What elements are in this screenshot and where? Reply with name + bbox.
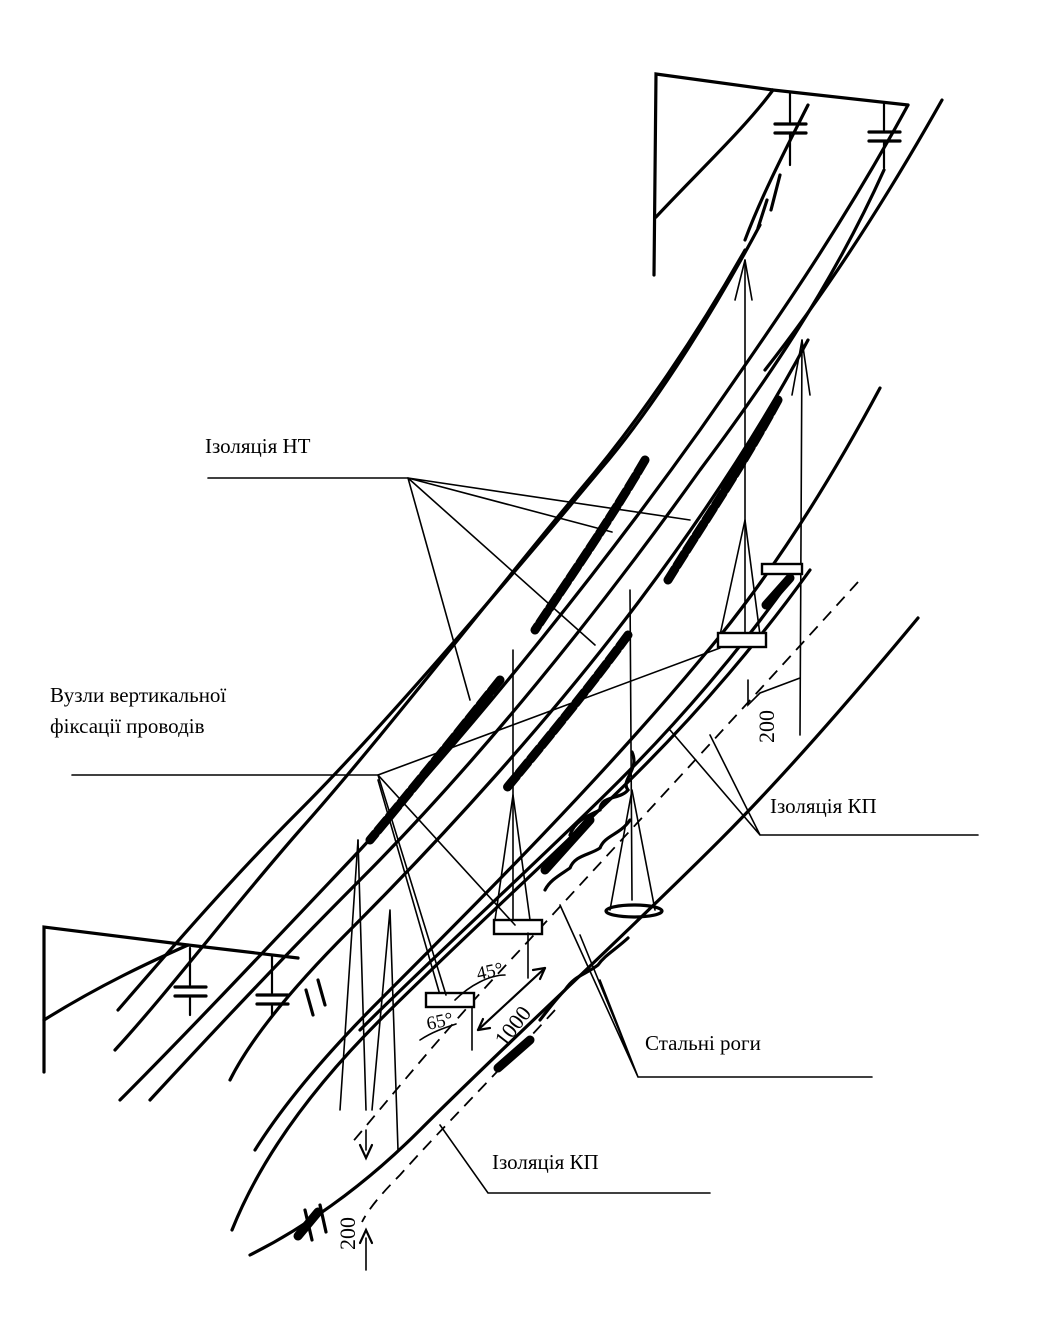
label-insulation-kp-lower: Ізоляція КП <box>492 1150 599 1174</box>
label-vertical-fixation-line2: фіксації проводів <box>50 714 205 738</box>
fixation-bar-middle <box>492 918 544 936</box>
capacitor-symbol-bottom-right <box>255 953 290 1017</box>
droppers <box>339 259 811 1151</box>
catenary-wires <box>113 98 944 1257</box>
capacitor-symbol-bottom-left <box>173 946 208 1017</box>
label-vertical-fixation-line1: Вузли вертикальної <box>50 683 226 707</box>
capacitor-symbol-top-right <box>867 102 902 170</box>
dimension-bottom-clearance: 200 <box>335 1217 360 1250</box>
dimension-angle-lower: 65° <box>425 1009 455 1035</box>
section-break-top <box>756 173 782 230</box>
label-steel-horns: Стальні роги <box>645 1031 761 1055</box>
label-insulation-kp-upper: Ізоляція КП <box>770 794 877 818</box>
insulation-nt-segments <box>365 395 783 845</box>
insulation-kp-segments <box>293 573 795 1242</box>
dimension-marks <box>358 677 801 1271</box>
text-labels: Ізоляція НТ Вузли вертикальної фіксації … <box>50 434 877 1250</box>
section-break-bottom <box>304 978 327 1017</box>
label-insulation-nt: Ізоляція НТ <box>205 434 311 458</box>
capacitor-symbol-top-left <box>773 90 808 167</box>
fixation-bars <box>424 562 804 1009</box>
fixation-bar-lower <box>424 991 476 1009</box>
dimension-top-clearance: 200 <box>754 710 779 743</box>
dimension-angle-upper: 45° <box>475 959 505 985</box>
fixation-bar-top-right <box>760 562 804 576</box>
callout-leaders <box>71 477 979 1194</box>
steel-horns <box>538 750 636 1022</box>
fixation-bar-upper <box>716 631 768 649</box>
steel-horn-ring <box>604 903 664 919</box>
lower-support-frame <box>42 925 327 1074</box>
